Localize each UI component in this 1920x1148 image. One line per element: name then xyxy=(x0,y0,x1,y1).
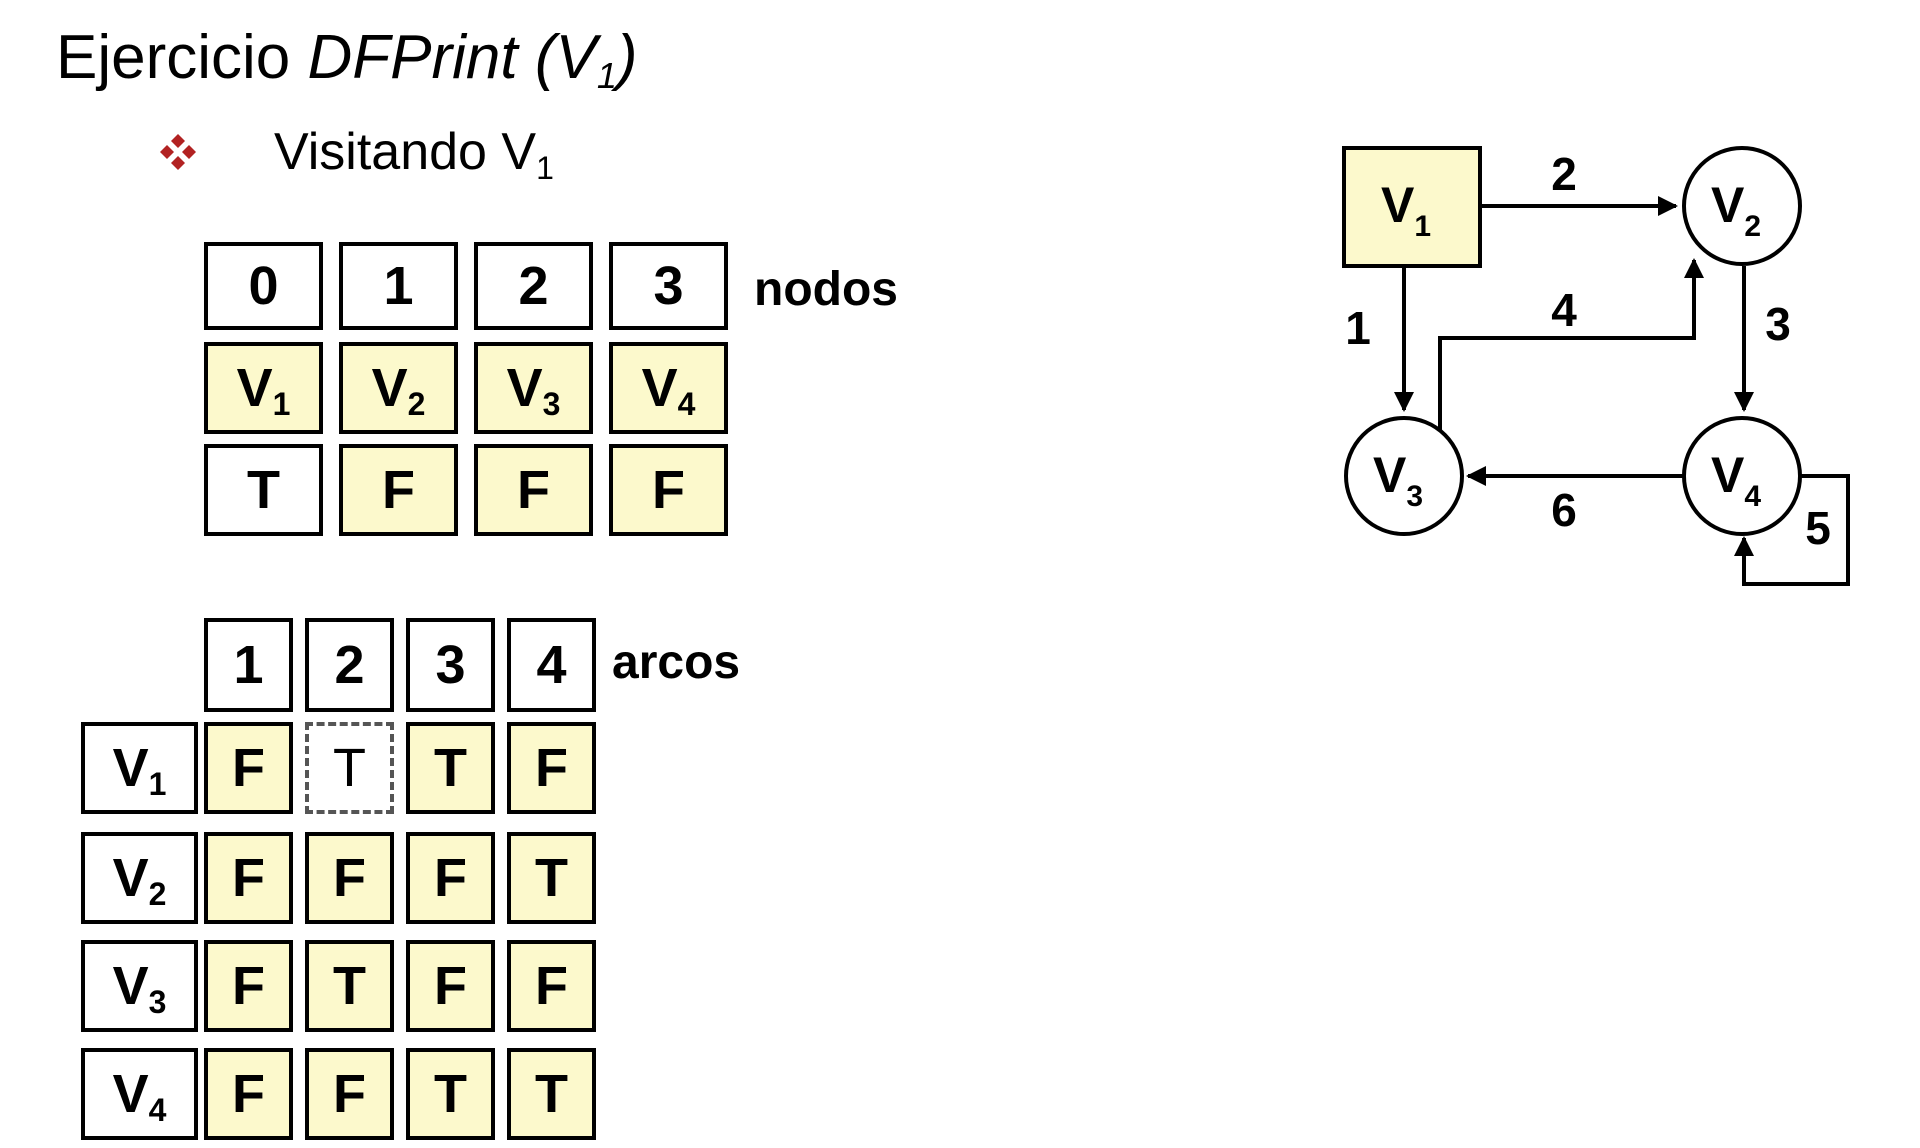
arcos-cell-v3-1: F xyxy=(204,940,293,1032)
arcos-cell-v2-3: F xyxy=(406,832,495,924)
edge-5 xyxy=(1734,474,1850,586)
arcos-cell-v3-3: F xyxy=(406,940,495,1032)
arcos-cell-v3-4: F xyxy=(507,940,596,1032)
edge-label-2: 2 xyxy=(1551,148,1577,200)
nodos-visited-2: F xyxy=(474,444,593,536)
page-title: Ejercicio DFPrint (V1) xyxy=(56,22,638,97)
arcos-cell-v4-3: T xyxy=(406,1048,495,1140)
bullet-text: Visitando V1 xyxy=(274,123,554,186)
arcos-cell-v3-2: T xyxy=(305,940,394,1032)
edge-label-4: 4 xyxy=(1551,284,1577,336)
title-prefix: Ejercicio xyxy=(56,23,308,92)
arcos-cell-v1-2-current: T xyxy=(305,722,394,814)
title-function: DFPrint (V1) xyxy=(307,23,638,96)
nodos-visited-3: F xyxy=(609,444,728,536)
arcos-cell-v1-1: F xyxy=(204,722,293,814)
graph-node-v1: V1 xyxy=(1342,146,1482,268)
arcos-cell-v2-1: F xyxy=(204,832,293,924)
nodos-index-2: 2 xyxy=(474,242,593,330)
nodos-index-1: 1 xyxy=(339,242,458,330)
arcos-index-1: 1 xyxy=(204,618,293,712)
nodos-index-3: 3 xyxy=(609,242,728,330)
nodos-label: nodos xyxy=(754,263,898,316)
svg-text:V1: V1 xyxy=(1381,177,1431,243)
nodos-visited-0: T xyxy=(204,444,323,536)
arcos-index-2: 2 xyxy=(305,618,394,712)
arcos-cell-v1-3: T xyxy=(406,722,495,814)
edge-label-6: 6 xyxy=(1551,484,1577,536)
edge-4 xyxy=(1438,258,1704,432)
graph-node-v2: V2 xyxy=(1682,146,1802,266)
nodos-index-0: 0 xyxy=(204,242,323,330)
arcos-cell-v4-1: F xyxy=(204,1048,293,1140)
arcos-index-4: 4 xyxy=(507,618,596,712)
svg-text:V4: V4 xyxy=(1711,447,1761,513)
edge-label-1: 1 xyxy=(1345,302,1371,354)
arcos-label: arcos xyxy=(612,636,741,689)
diamond-bullet-icon xyxy=(160,134,196,170)
edge-label-3: 3 xyxy=(1765,298,1791,350)
arcos-cell-v4-2: F xyxy=(305,1048,394,1140)
svg-text:V3: V3 xyxy=(1373,447,1423,513)
svg-text:V2: V2 xyxy=(1711,177,1761,243)
arcos-cell-v2-4: T xyxy=(507,832,596,924)
graph-node-v3: V3 xyxy=(1344,416,1464,536)
arcos-cell-v1-4: F xyxy=(507,722,596,814)
arcos-index-3: 3 xyxy=(406,618,495,712)
arcos-cell-v4-4: T xyxy=(507,1048,596,1140)
arcos-cell-v2-2: F xyxy=(305,832,394,924)
graph-node-v4: V4 xyxy=(1682,416,1802,536)
edge-label-5: 5 xyxy=(1805,502,1831,554)
nodos-visited-1: F xyxy=(339,444,458,536)
